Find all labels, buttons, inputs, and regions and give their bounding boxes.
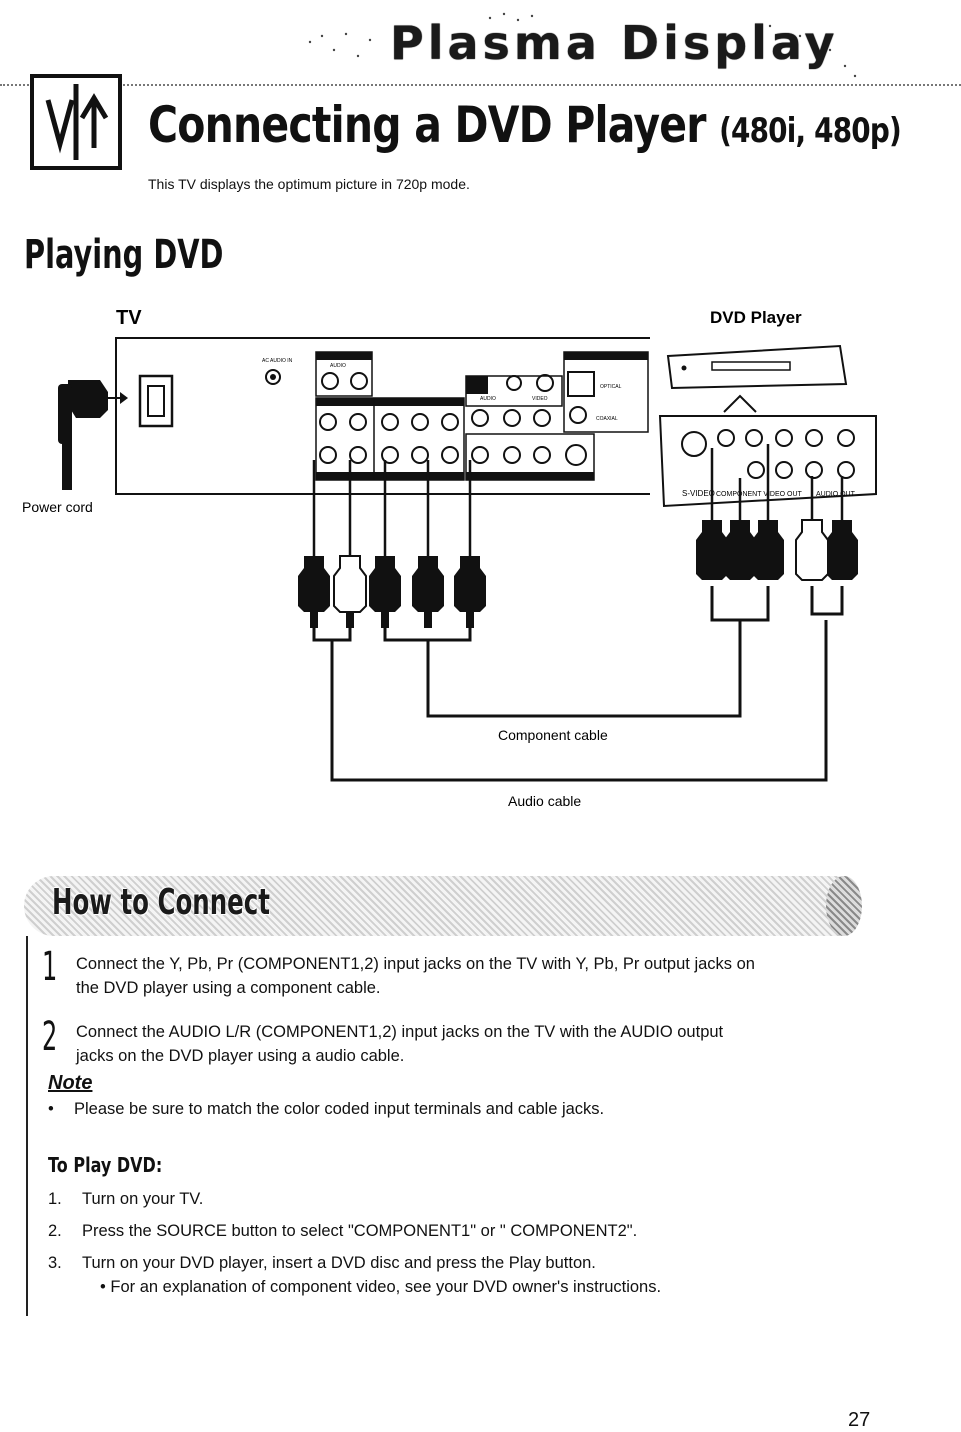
tv-rear-panel: AC AUDIO IN AUDIO AUDIO VIDEO	[115, 337, 650, 495]
play-steps-list: 1. Turn on your TV. 2. Press the SOURCE bu…	[48, 1190, 661, 1297]
power-cord-label: Power cord	[22, 499, 93, 515]
dvd-player-label: DVD Player	[710, 308, 802, 327]
list-item: 2. Press the SOURCE button to select "COM…	[48, 1222, 661, 1254]
list-item-text: Press the SOURCE button to select "COMPO…	[82, 1222, 638, 1240]
howto-banner	[24, 876, 862, 936]
cable-runs	[312, 586, 844, 782]
section-title: Playing DVD	[24, 232, 224, 278]
note-item: • Please be sure to match the color coded…	[48, 1100, 604, 1119]
note-text: Please be sure to match the color coded …	[74, 1100, 605, 1118]
page-title: Connecting a DVD Player (480i, 480p)	[148, 96, 902, 154]
list-item-text: Turn on your TV.	[82, 1190, 204, 1208]
video-label-av: VIDEO	[532, 396, 548, 402]
list-item-text: Turn on your DVD player, insert a DVD di…	[82, 1254, 596, 1272]
connection-icon	[30, 74, 122, 170]
header-banner: Plasma Display	[300, 6, 860, 84]
banner-dither-decoration	[308, 12, 857, 78]
list-sub-item-text: For an explanation of component video, s…	[110, 1278, 662, 1296]
list-item-number: 3.	[48, 1254, 62, 1272]
section-left-rule	[26, 936, 28, 1316]
list-item: 1. Turn on your TV.	[48, 1190, 661, 1222]
dvd-jack-audio-label: AUDIO OUT	[816, 491, 856, 498]
header-rule	[0, 84, 961, 86]
audio-cable-label: Audio cable	[508, 793, 581, 809]
step-text: Connect the AUDIO L/R (COMPONENT1,2) inp…	[76, 1020, 846, 1068]
audio-label-av: AUDIO	[480, 396, 496, 402]
list-item-number: 2.	[48, 1222, 62, 1240]
step-text-line: jacks on the DVD player using a audio ca…	[76, 1047, 405, 1065]
step-text: Connect the Y, Pb, Pr (COMPONENT1,2) inp…	[76, 952, 846, 1000]
step-text-line: the DVD player using a component cable.	[76, 979, 381, 997]
play-title: To Play DVD:	[48, 1153, 163, 1177]
dvd-jack-svideo-label: S-VIDEO	[682, 489, 715, 498]
tv-side-cables	[312, 460, 472, 556]
list-item-number: 1.	[48, 1190, 62, 1208]
page-number: 27	[848, 1409, 871, 1431]
page-title-sub: (480i, 480p)	[719, 111, 902, 151]
ac-audio-in-label: AC AUDIO IN	[262, 358, 293, 364]
note-title: Note	[48, 1072, 93, 1094]
banner-title: Plasma Display	[390, 16, 839, 70]
component-cable-label: Component cable	[498, 727, 608, 743]
step-text-line: Connect the Y, Pb, Pr (COMPONENT1,2) inp…	[76, 955, 755, 973]
coaxial-label: COAXIAL	[596, 416, 618, 422]
bullet-icon: •	[48, 1100, 54, 1118]
tv-label: TV	[116, 307, 142, 329]
dvd-side-cables	[710, 444, 844, 520]
step-number: 2	[42, 1014, 58, 1060]
bullet-icon: •	[100, 1278, 111, 1296]
tv-side-plugs	[298, 555, 486, 628]
optical-label: OPTICAL	[600, 384, 622, 390]
dvd-jack-component-label: COMPONENT VIDEO OUT	[716, 491, 803, 498]
step-number: 1	[42, 944, 58, 990]
audio-label-top: AUDIO	[330, 363, 346, 369]
dvd-side-plugs	[696, 519, 858, 581]
page-title-main: Connecting a DVD Player	[148, 96, 706, 154]
howto-title: How to Connect	[52, 882, 270, 923]
power-cord-plug	[58, 380, 128, 490]
connection-diagram: TV DVD Player Power cord AC AUDIO IN AUD…	[22, 307, 877, 809]
list-item: 3. Turn on your DVD player, insert a DVD …	[48, 1254, 661, 1286]
step-text-line: Connect the AUDIO L/R (COMPONENT1,2) inp…	[76, 1023, 724, 1041]
dvd-player-unit: S-VIDEO COMPONENT VIDEO OUT AUDIO OUT	[658, 344, 877, 508]
list-sub-item: • For an explanation of component video,…	[100, 1278, 661, 1297]
intro-text: This TV displays the optimum picture in …	[148, 176, 470, 192]
